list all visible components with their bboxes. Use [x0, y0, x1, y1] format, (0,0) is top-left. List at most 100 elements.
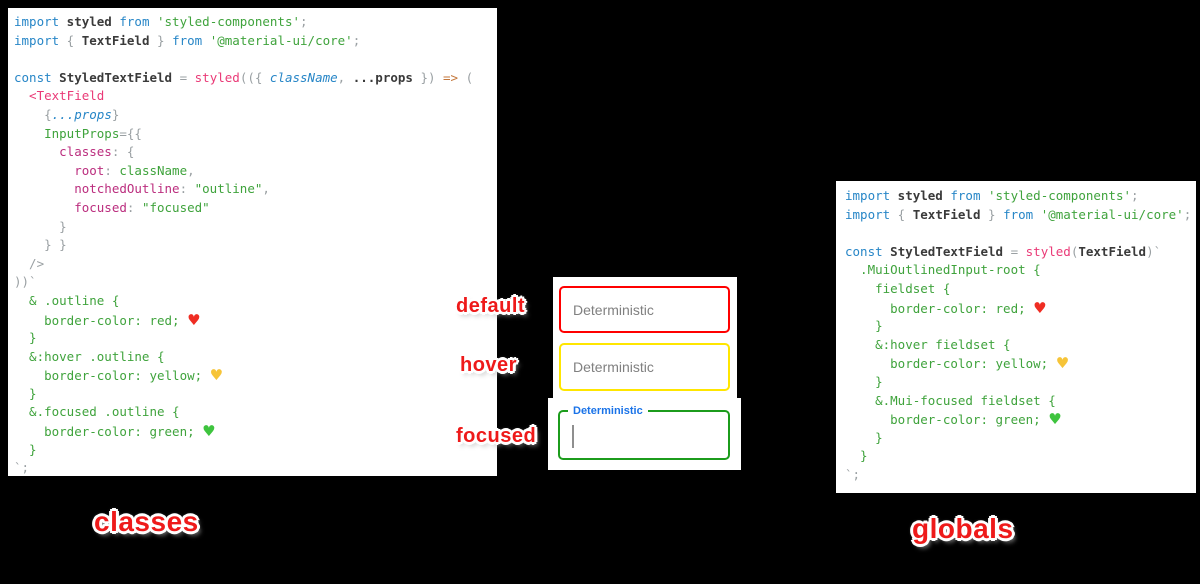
code-token: from: [111, 14, 150, 29]
code-line: focused: "focused": [14, 199, 497, 218]
code-token: <TextField: [14, 88, 105, 104]
code-token: classes: [14, 144, 112, 160]
code-token: (({: [239, 69, 263, 85]
code-token: TextField: [74, 32, 150, 48]
textfield-placeholder: Deterministic: [573, 301, 654, 318]
code-line: const StyledTextField = styled(TextField…: [845, 243, 1196, 262]
code-token: }: [980, 206, 996, 222]
code-token: }: [845, 373, 883, 389]
code-token: import: [14, 32, 60, 48]
code-line: }: [14, 218, 497, 237]
code-token: {: [14, 106, 52, 122]
code-line: notchedOutline: "outline",: [14, 180, 497, 199]
code-line: fieldset {: [845, 280, 1196, 299]
code-token: }: [14, 385, 37, 401]
code-token: 'styled-components': [980, 188, 1131, 203]
code-token: border-color: yellow;: [14, 368, 210, 384]
code-token: &.focused .outline {: [14, 404, 180, 420]
code-line: border-color: yellow; ♥: [14, 366, 497, 385]
green-heart-icon: ♥: [202, 422, 216, 441]
textfield-default[interactable]: Deterministic: [559, 286, 730, 333]
code-token: :: [126, 199, 135, 215]
code-token: ,: [187, 162, 195, 178]
code-token: }: [845, 318, 883, 334]
code-token: import: [845, 206, 891, 222]
code-line: `;: [14, 459, 497, 476]
code-token: }: [845, 429, 883, 445]
code-token: styled: [59, 14, 112, 29]
code-line: } }: [14, 236, 497, 255]
code-line: import styled from 'styled-components';: [845, 187, 1196, 206]
code-token: ...props: [51, 106, 112, 122]
code-token: styled: [890, 188, 943, 203]
code-token: {: [59, 32, 75, 48]
annotation-hover: hover: [460, 354, 517, 376]
code-line: InputProps={{: [14, 125, 497, 144]
code-token: styled: [187, 69, 240, 85]
code-token: }: [14, 330, 37, 346]
code-token: className: [262, 69, 338, 85]
code-line: }: [845, 317, 1196, 336]
code-line: classes: {: [14, 143, 497, 162]
code-token: from: [942, 188, 981, 203]
code-token: (: [1070, 243, 1079, 259]
code-line: &.Mui-focused fieldset {: [845, 392, 1196, 411]
code-line: border-color: green; ♥: [845, 410, 1196, 429]
code-line: import styled from 'styled-components';: [14, 13, 497, 32]
code-token: TextField: [905, 206, 981, 222]
red-heart-icon: ♥: [187, 310, 201, 329]
yellow-heart-icon: ♥: [209, 366, 224, 385]
code-token: focused: [14, 199, 127, 215]
code-token: 'styled-components': [149, 14, 300, 29]
code-line: />: [14, 255, 497, 274]
code-line: import { TextField } from '@material-ui/…: [14, 32, 497, 51]
code-line: `;: [845, 466, 1196, 485]
annotation-classes: classes: [94, 506, 199, 537]
code-token: } }: [14, 237, 67, 253]
code-token: &:hover .outline {: [14, 348, 165, 364]
code-token: ;: [300, 14, 308, 29]
yellow-heart-icon: ♥: [1055, 354, 1070, 373]
code-token: `;: [845, 466, 861, 482]
code-token: import: [14, 14, 60, 29]
textfield-hover[interactable]: Deterministic: [559, 343, 730, 391]
textfield-focused[interactable]: Deterministic: [558, 404, 730, 460]
code-line: border-color: green; ♥: [14, 422, 497, 441]
code-line: &:hover fieldset {: [845, 336, 1196, 355]
code-token: &.Mui-focused fieldset {: [845, 392, 1056, 408]
code-token: ;: [1183, 206, 1192, 222]
code-token: '@material-ui/core': [1033, 206, 1184, 222]
code-line: .MuiOutlinedInput-root {: [845, 261, 1196, 280]
code-token: ,: [262, 181, 270, 197]
code-line: }: [845, 429, 1196, 448]
code-token: }: [14, 441, 37, 457]
code-token: : {: [111, 144, 135, 160]
red-heart-icon: ♥: [1033, 298, 1047, 317]
code-token: =: [1003, 243, 1019, 259]
code-token: :: [179, 181, 188, 197]
green-heart-icon: ♥: [1048, 410, 1062, 429]
code-token: "outline": [187, 181, 263, 197]
code-line: <TextField: [14, 87, 497, 106]
code-token: }: [149, 32, 165, 48]
code-token: "focused": [134, 199, 210, 215]
code-token: &:hover fieldset {: [845, 336, 1011, 352]
code-token: =>: [435, 69, 459, 85]
annotation-focused: focused: [456, 425, 537, 447]
code-token: root: [14, 162, 105, 178]
code-line: }: [14, 329, 497, 348]
code-token: border-color: green;: [845, 412, 1049, 428]
code-token: '@material-ui/core': [202, 32, 353, 48]
textfield-floating-label: Deterministic: [568, 404, 648, 418]
code-token: ={{: [119, 125, 142, 141]
code-line: root: className,: [14, 162, 497, 181]
code-token: styled: [1018, 243, 1071, 259]
code-token: =: [172, 69, 188, 85]
code-token: ,: [337, 69, 346, 85]
code-token: )`: [1146, 243, 1162, 259]
code-token: StyledTextField: [882, 243, 1004, 259]
code-line: {...props}: [14, 106, 497, 125]
code-token: }): [412, 69, 436, 85]
code-line: }: [845, 447, 1196, 466]
code-line: border-color: red; ♥: [845, 299, 1196, 318]
